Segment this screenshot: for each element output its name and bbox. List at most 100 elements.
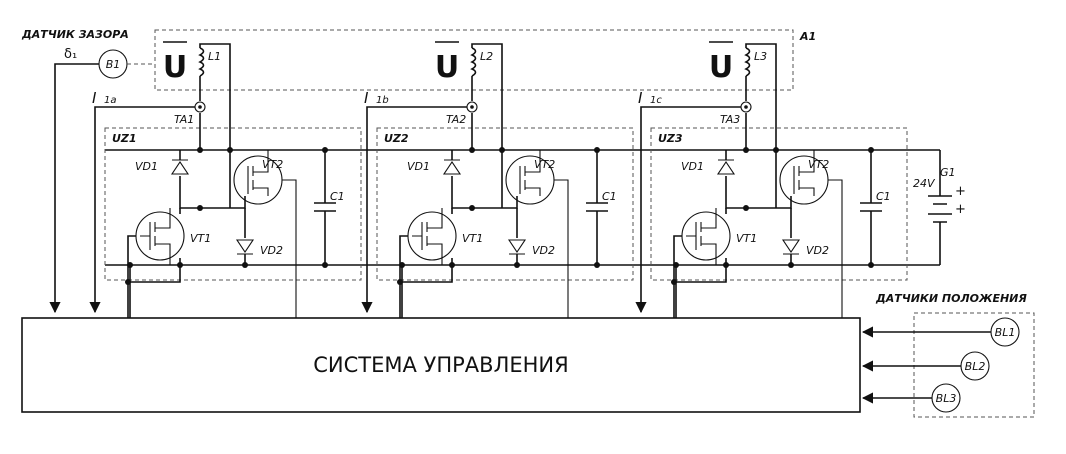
position-sensor-label: BL1 [995,326,1016,339]
position-sensor-bl1: BL1 [861,317,1020,347]
vt1-leads [399,208,453,318]
junction [773,147,779,153]
vd1-wire [725,150,776,209]
battery-voltage: 24V [913,177,936,190]
vt2-label: VT2 [534,158,555,171]
gap-sensor-symbol: δ₁ [64,47,77,62]
vd2-label: VD2 [532,244,555,257]
vt2-body [793,150,843,318]
magnet-block-label: A1 [799,30,816,43]
current-transformer-core [744,105,748,109]
current-feedback-wire [89,106,195,314]
vd2-diode [781,239,801,255]
magnet-symbol: U [709,50,733,85]
coil [470,47,477,77]
junction [499,147,505,153]
capacitor [586,150,608,265]
control-system-label: СИСТЕМА УПРАВЛЕНИЯ [313,353,568,377]
vt2-label: VT2 [262,158,283,171]
vd1-label: VD1 [135,160,158,173]
coil [198,47,205,77]
battery-plus: + [955,184,966,199]
control-system-box [21,317,861,413]
module-label: UZ1 [112,132,137,145]
vt1-body [686,208,717,265]
coil-label: L2 [480,50,493,63]
coil [744,47,751,77]
vt1-body [140,208,171,265]
capacitor [314,150,336,265]
module-label: UZ3 [658,132,683,145]
vt1-body [412,208,443,265]
current-transformer-core [470,105,474,109]
vd1-diode [716,159,736,175]
current-label: I [638,89,643,107]
junction [469,147,475,153]
vt1-label: VT1 [736,232,757,245]
vd1-wire [451,150,502,209]
current-feedback-wire [635,106,741,314]
current-subscript: 1a [104,95,117,106]
position-sensors-title: ДАТЧИКИ ПОЛОЖЕНИЯ [875,292,1027,305]
magnet-block-frame [154,29,794,91]
vd2-label: VD2 [806,244,829,257]
vd1-diode [442,159,462,175]
vt2-source [230,196,246,209]
magnet-symbol: U [163,50,187,85]
position-sensor-bl3: BL3 [861,383,961,413]
vd2-diode [235,239,255,255]
coil-label: L1 [208,50,221,63]
module-label: UZ2 [384,132,409,145]
control-links [674,265,727,318]
current-label: I [364,89,369,107]
position-sensor-label: BL2 [965,360,986,373]
current-subscript: 1b [376,95,389,106]
position-sensor-bl2: BL2 [861,351,990,381]
junction [197,147,203,153]
module-frame [376,127,634,281]
position-sensors-frame [913,312,1035,418]
capacitor [860,150,882,265]
current-feedback-wire [361,106,467,314]
vt2-source [776,196,792,209]
current-subscript: 1c [650,95,662,106]
capacitor-label: C1 [602,190,617,203]
junction [743,147,749,153]
vt2-source [502,196,518,209]
coil-return [471,43,503,208]
vt2-label: VT2 [808,158,829,171]
capacitor-label: C1 [876,190,891,203]
current-transformer-core [198,105,202,109]
coil-return [199,43,231,208]
magnet-symbol: U [435,50,459,85]
gap-sensor-label: B1 [106,58,121,71]
vd1-label: VD1 [407,160,430,173]
gap-sensor-wire [49,63,99,314]
vt1-label: VT1 [190,232,211,245]
vt1-leads [127,208,181,318]
coil-return [745,43,777,208]
current-label: I [92,89,97,107]
junction [227,147,233,153]
position-sensor-label: BL3 [936,392,957,405]
vd2-label: VD2 [260,244,283,257]
module-frame [650,127,908,281]
battery-plus: + [955,202,966,217]
vt1-leads [673,208,727,318]
vd1-diode [170,159,190,175]
vt2-body [519,150,569,318]
ct-label: TA3 [720,113,740,126]
module-frame [104,127,362,281]
coil-label: L3 [754,50,767,63]
ct-label: TA1 [174,113,194,126]
vt2-body [247,150,297,318]
battery: G1 24V + + [913,150,966,265]
vt1-label: VT1 [462,232,483,245]
capacitor-label: C1 [330,190,345,203]
vd1-label: VD1 [681,160,704,173]
gap-sensor-title: ДАТЧИК ЗАЗОРА [21,28,129,41]
